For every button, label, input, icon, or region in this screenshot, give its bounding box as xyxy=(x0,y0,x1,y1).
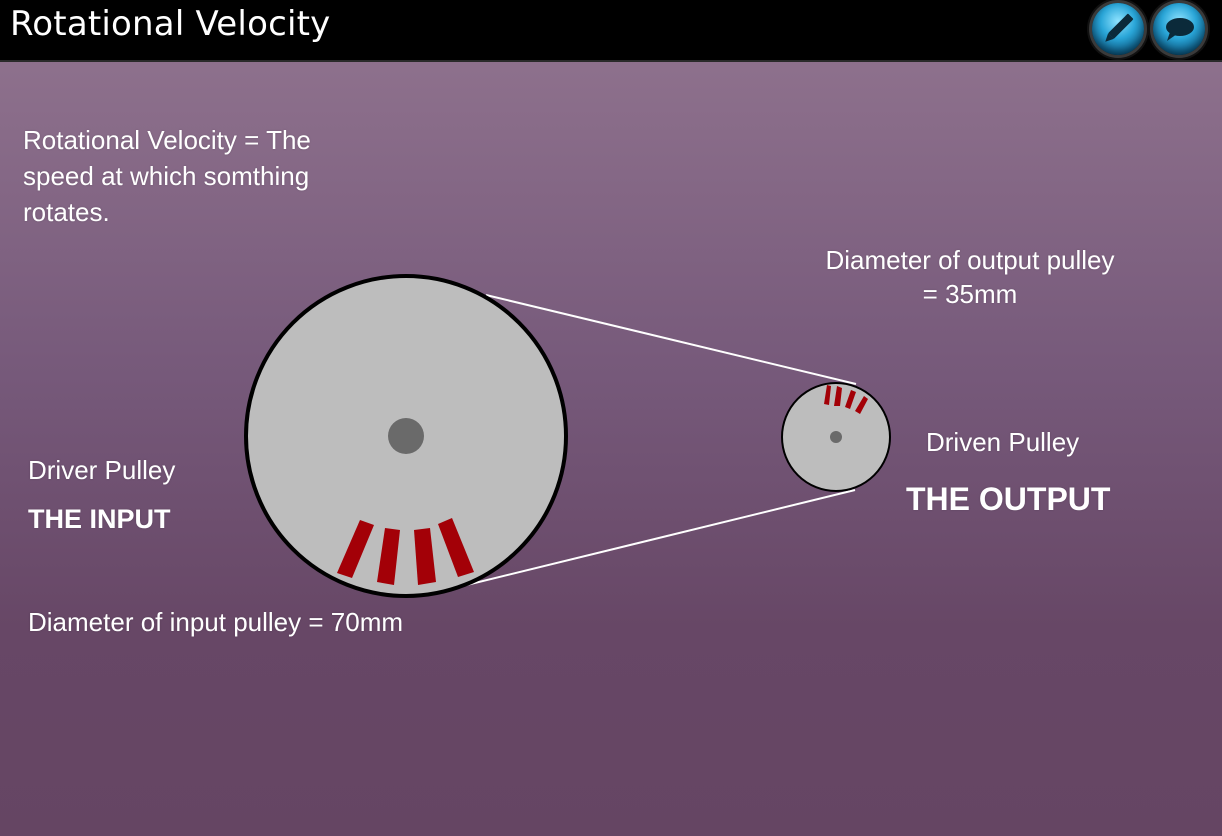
app-title: Rotational Velocity xyxy=(10,4,331,44)
output-heading: THE OUTPUT xyxy=(906,481,1111,517)
input-diameter-label: Diameter of input pulley = 70mm xyxy=(28,607,404,637)
rotation-marker xyxy=(438,518,474,577)
pencil-icon xyxy=(1105,13,1134,42)
output-diameter-line-2: = 35mm xyxy=(922,279,1018,309)
belt-bottom-run xyxy=(437,489,856,593)
rotation-marker xyxy=(855,396,868,414)
driver-pulley-hub xyxy=(388,418,424,454)
edit-button[interactable] xyxy=(1092,3,1144,55)
rotation-marker xyxy=(337,520,374,578)
speech-bubble-icon xyxy=(1166,18,1194,41)
rotational-velocity-definition: Rotational Velocity = The speed at which… xyxy=(23,122,383,230)
comment-button[interactable] xyxy=(1153,3,1205,55)
driven-pulley-hub xyxy=(830,431,842,443)
driver-pulley xyxy=(244,274,568,598)
driver-pulley-label: Driver Pulley xyxy=(28,455,176,485)
driven-pulley xyxy=(781,382,891,492)
rotation-marker xyxy=(824,385,831,405)
driver-rotation-markers xyxy=(337,518,474,585)
output-diameter-label: Diameter of output pulley = 35mm xyxy=(800,243,1140,311)
definition-line-2: speed at which somthing xyxy=(23,161,310,191)
input-heading: THE INPUT xyxy=(28,504,171,534)
rotation-marker xyxy=(845,390,856,409)
definition-line-3: rotates. xyxy=(23,197,110,227)
rotation-marker xyxy=(414,528,436,585)
rotation-marker xyxy=(834,386,842,406)
title-bar: Rotational Velocity xyxy=(0,0,1222,62)
driven-pulley-label: Driven Pulley xyxy=(926,427,1080,457)
output-diameter-line-1: Diameter of output pulley xyxy=(825,245,1115,275)
drive-belt xyxy=(437,294,857,593)
rotation-marker xyxy=(377,528,400,585)
belt-top-run xyxy=(485,294,857,385)
definition-line-1: Rotational Velocity = The xyxy=(23,125,311,155)
driven-rotation-markers xyxy=(824,385,868,414)
